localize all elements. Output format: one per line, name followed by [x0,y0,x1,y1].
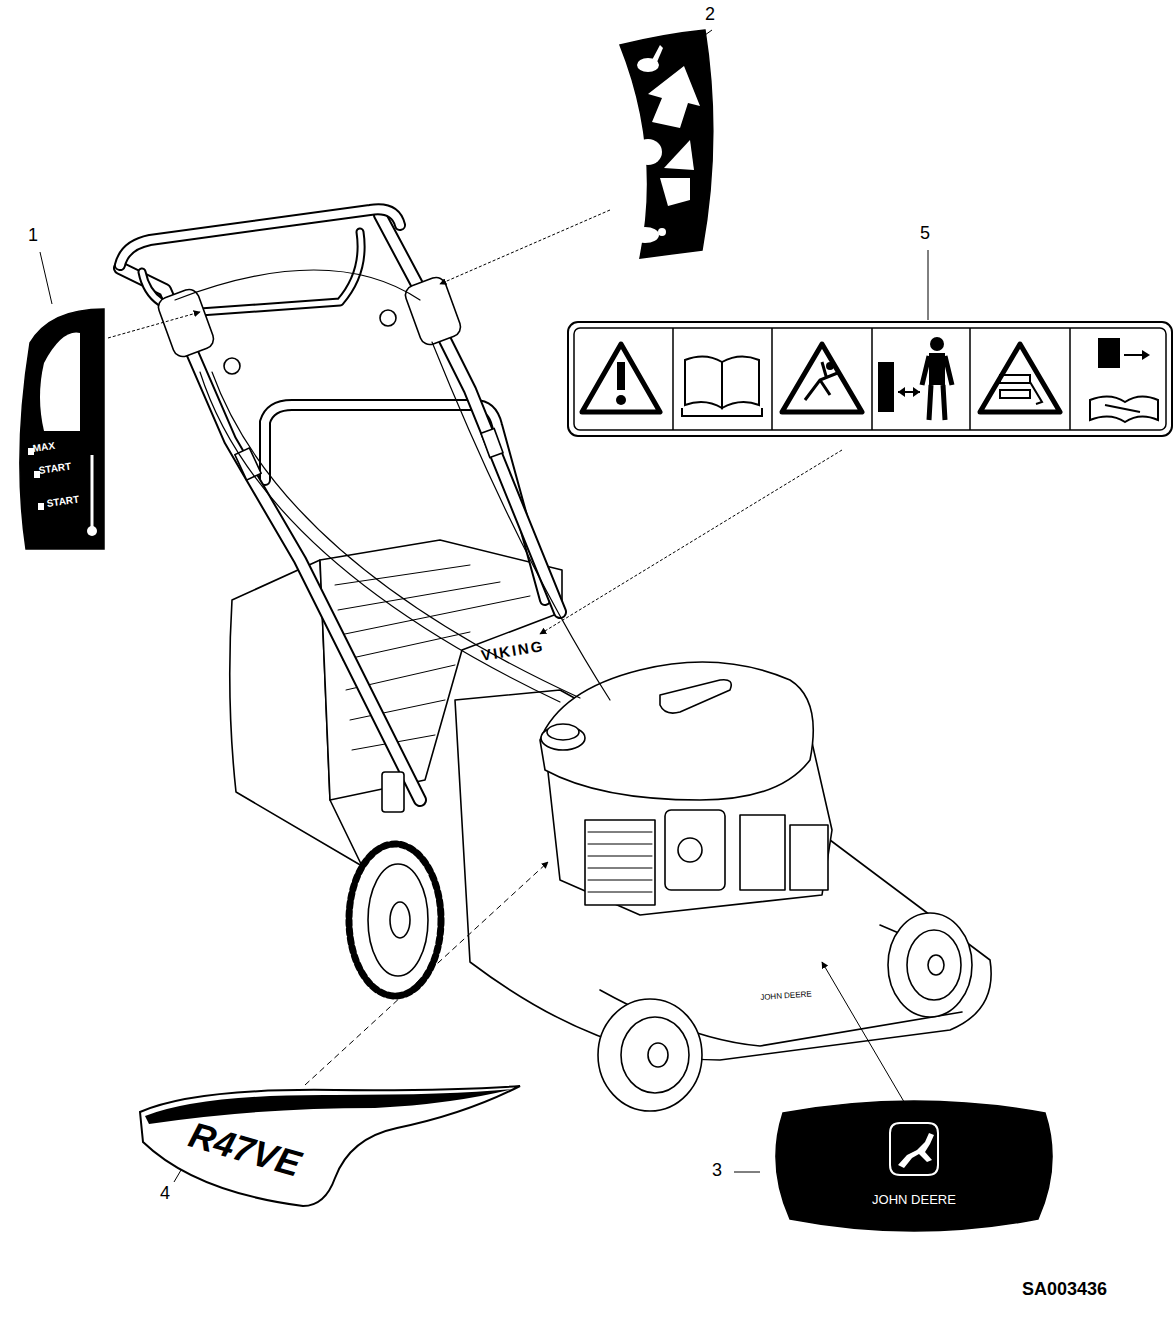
decal-part [898,1133,934,1168]
decal-part [38,503,44,510]
callout-number: 2 [705,5,715,25]
decal-part [91,455,94,527]
callout-number: 3 [712,1161,722,1181]
callout-number: 4 [160,1184,170,1204]
decal-part [40,333,80,431]
decal-part [140,1086,520,1206]
engine-cover [540,662,813,800]
speed-decal [620,30,713,258]
drawing-number: SA003436 [1022,1280,1107,1300]
model-decal: R47VE [135,1080,525,1210]
brand-decal: JOHN DEERE [768,1093,1060,1238]
choke-decal: MAXSTARTSTART [8,305,108,550]
leader-lines [40,30,928,1182]
decal-text: JOHN DEERE [768,1193,1060,1207]
decal-part [87,526,97,536]
decal-part [776,1101,1052,1231]
decal-shape [768,1093,1060,1238]
callout-number: 1 [28,226,38,246]
brand-name: VIKING [480,638,545,664]
decal-shape [8,305,108,550]
callout-number: 5 [920,224,930,244]
decal-part [20,309,104,549]
safety-decal [568,322,1172,436]
decal-part [890,1123,938,1175]
brand-name: JOHN DEERE [760,990,812,1002]
